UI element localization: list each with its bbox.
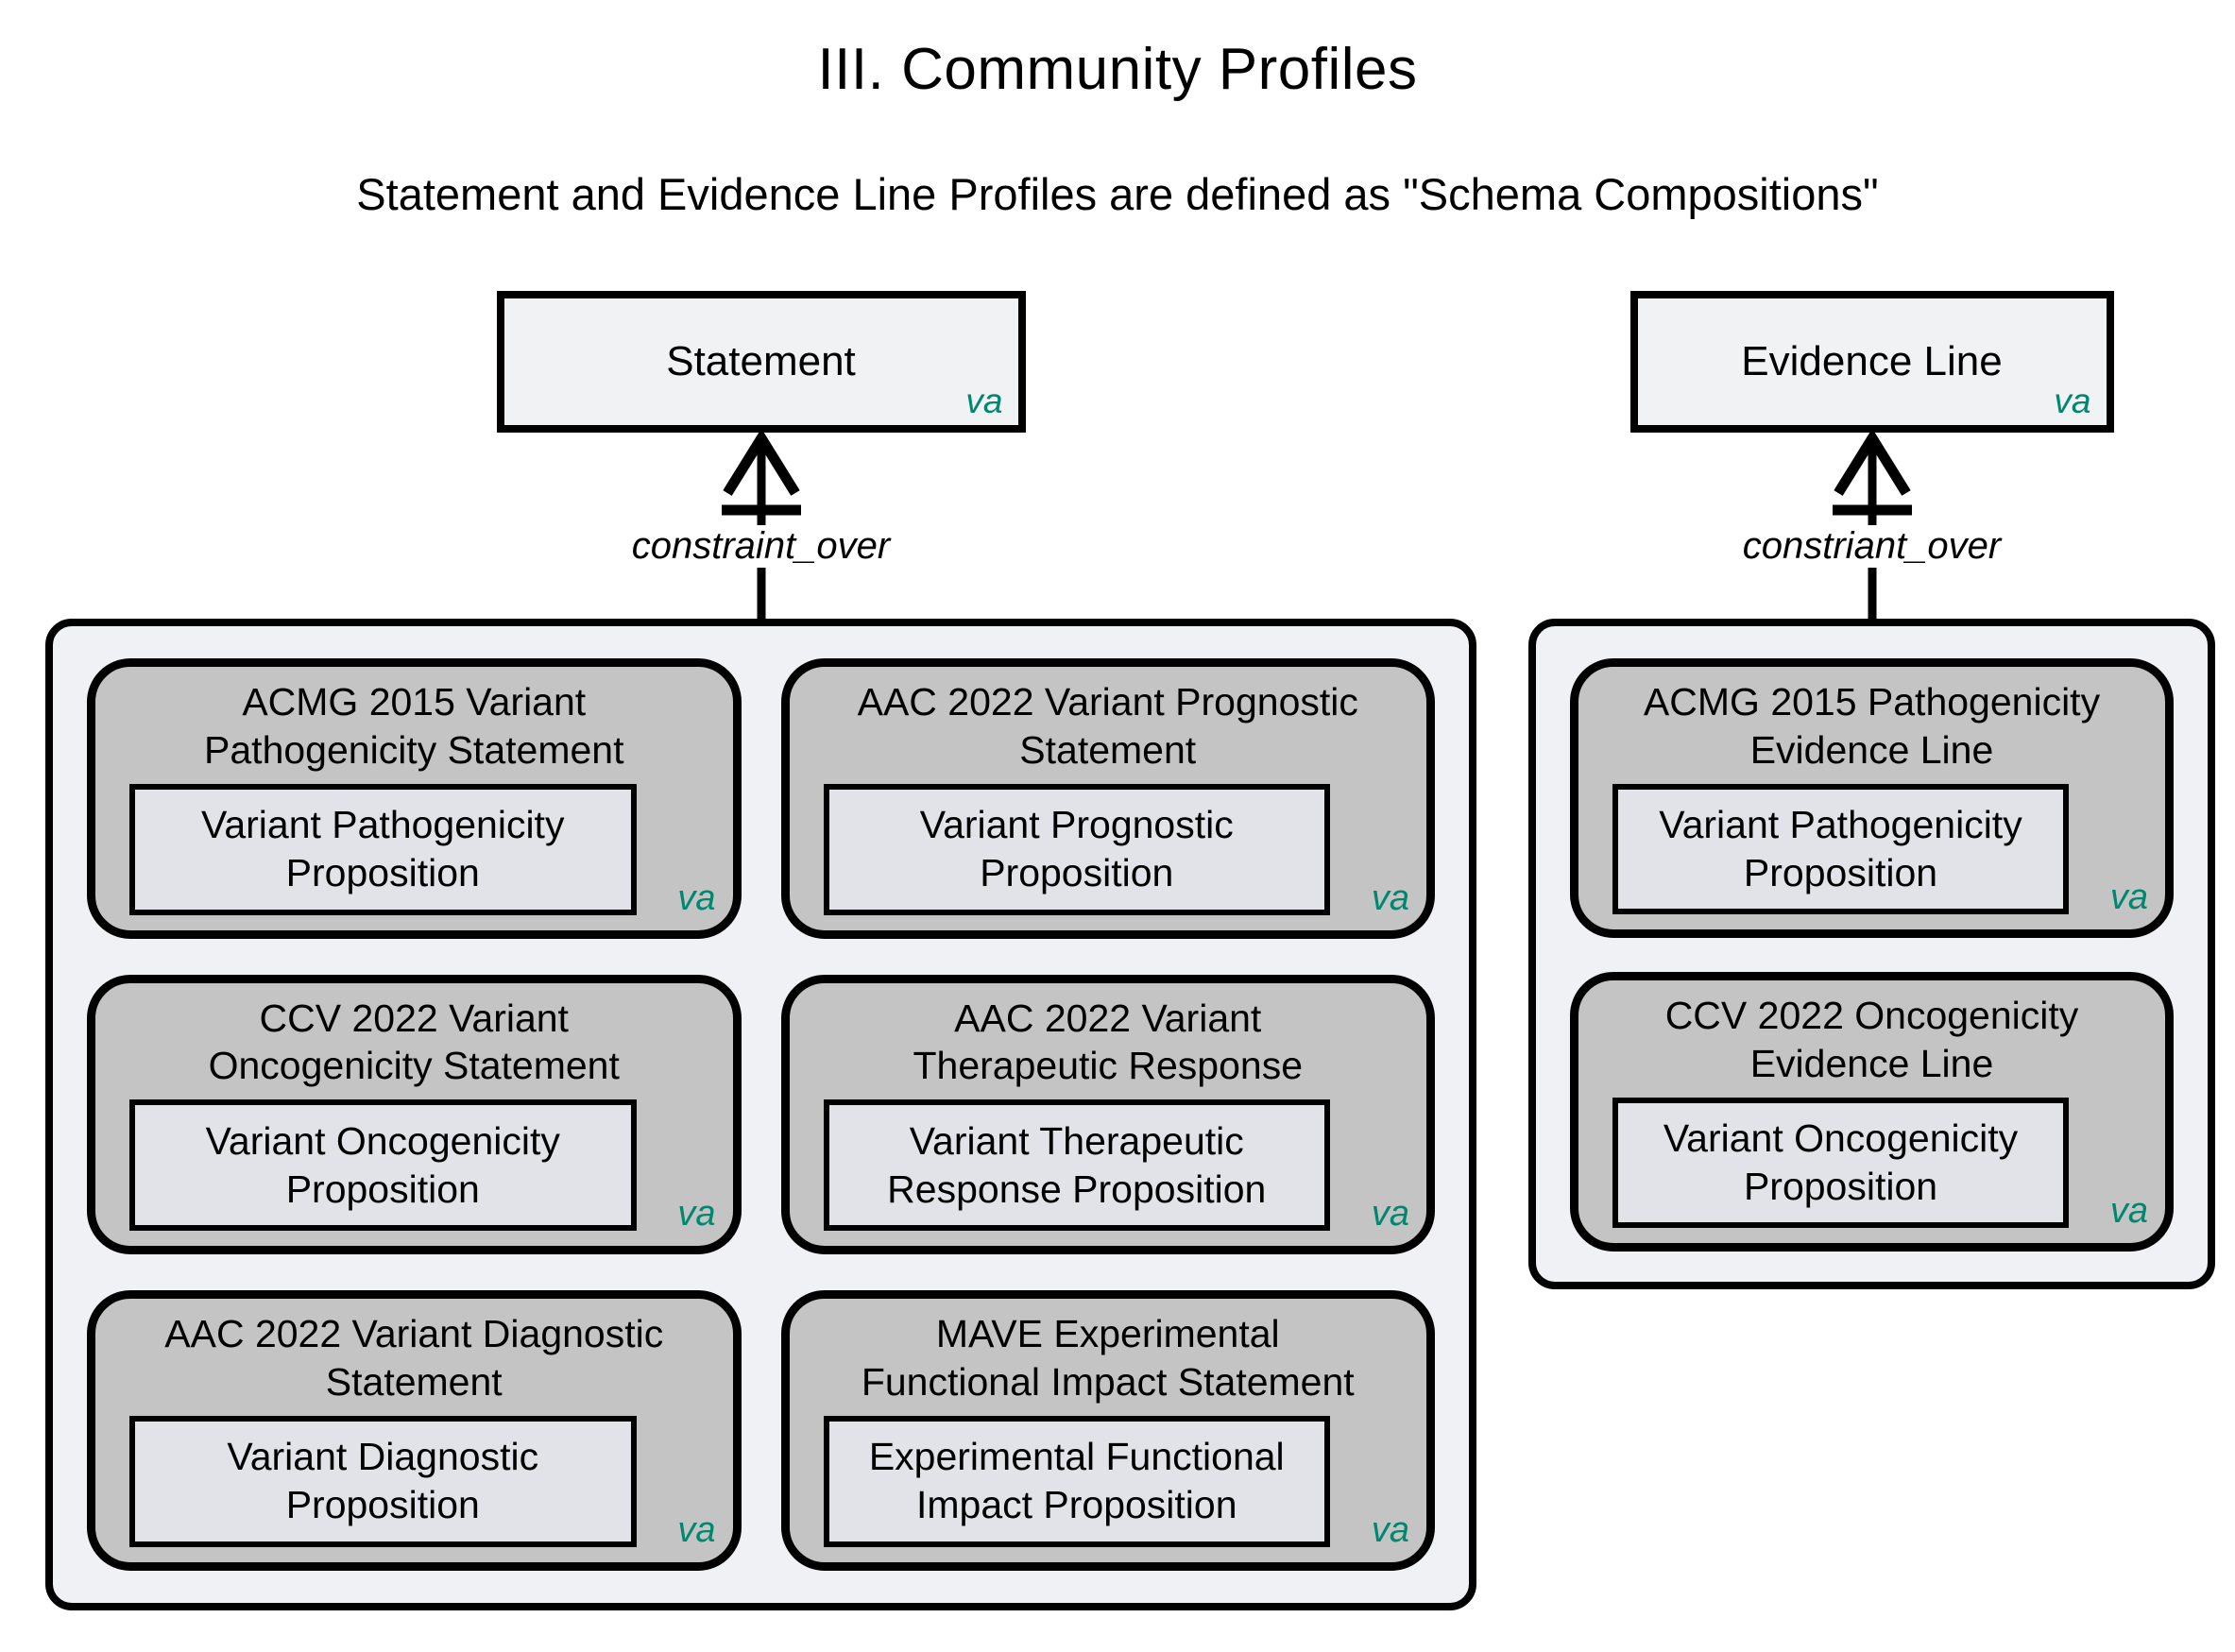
edge-label: constriant_over [1731,525,2013,568]
statement-class-label: Statement [666,338,856,384]
evidence-constraint-edge: constriant_over [1528,433,2215,619]
evidence-line-class-label: Evidence Line [1741,338,2003,384]
va-badge: va [677,877,716,918]
profile-card-acmg-pathogenicity-evidence-line: ACMG 2015 Pathogenicity Evidence Line Va… [1570,658,2174,939]
va-badge: va [1371,877,1409,918]
proposition-label: Experimental Functional Impact Propositi… [868,1435,1285,1527]
statement-column: Statement va constraint_over ACMG 2015 V… [45,291,1476,1610]
statement-profiles-container: ACMG 2015 Variant Pathogenicity Statemen… [45,619,1476,1610]
proposition-box: Experimental Functional Impact Propositi… [823,1415,1330,1547]
page-title: III. Community Profiles [817,37,1418,102]
proposition-label: Variant Oncogenicity Proposition [205,1118,560,1211]
proposition-label: Variant Prognostic Proposition [919,802,1234,895]
edge-label: constraint_over [620,525,902,568]
profile-card-ccv-oncogenicity-evidence-line: CCV 2022 Oncogenicity Evidence Line Vari… [1570,972,2174,1252]
va-badge: va [965,382,1003,420]
proposition-box: Variant Prognostic Proposition [823,783,1330,915]
proposition-box: Variant Pathogenicity Proposition [1612,783,2069,915]
profile-title: AAC 2022 Variant Prognostic Statement [857,680,1358,772]
proposition-box: Variant Diagnostic Proposition [129,1415,637,1547]
proposition-label: Variant Pathogenicity Proposition [201,802,565,895]
profile-title: AAC 2022 Variant Therapeutic Response [913,996,1304,1088]
evidence-line-class-box: Evidence Line va [1629,291,2114,433]
va-badge: va [677,1510,716,1550]
open-arrowhead-icon [722,433,800,496]
profile-title: MAVE Experimental Functional Impact Stat… [861,1312,1355,1405]
va-badge: va [2109,1191,2148,1232]
proposition-box: Variant Oncogenicity Proposition [129,1099,637,1232]
profile-title: CCV 2022 Variant Oncogenicity Statement [208,996,620,1088]
profile-title: ACMG 2015 Variant Pathogenicity Statemen… [204,680,624,772]
profile-card-mave-functional-impact: MAVE Experimental Functional Impact Stat… [780,1290,1435,1571]
profile-title: ACMG 2015 Pathogenicity Evidence Line [1643,680,2101,772]
proposition-label: Variant Diagnostic Proposition [227,1435,539,1527]
evidence-line-column: Evidence Line va constriant_over ACMG 20… [1528,291,2215,1289]
profile-card-aac-diagnostic-statement: AAC 2022 Variant Diagnostic Statement Va… [87,1290,742,1571]
profile-card-aac-prognostic-statement: AAC 2022 Variant Prognostic Statement Va… [780,658,1435,939]
statement-class-box: Statement va [496,291,1026,433]
page-subtitle: Statement and Evidence Line Profiles are… [356,169,1879,219]
profile-card-acmg-pathogenicity-statement: ACMG 2015 Variant Pathogenicity Statemen… [87,658,742,939]
proposition-box: Variant Oncogenicity Proposition [1612,1097,2069,1229]
va-badge: va [2109,877,2148,918]
proposition-label: Variant Oncogenicity Proposition [1663,1116,2019,1209]
va-badge: va [2054,382,2091,420]
proposition-label: Variant Therapeutic Response Proposition [887,1118,1267,1211]
open-arrowhead-icon [1833,433,1911,496]
va-badge: va [1371,1510,1409,1550]
statement-constraint-edge: constraint_over [45,433,1476,619]
profile-title: CCV 2022 Oncogenicity Evidence Line [1664,994,2079,1085]
va-badge: va [1371,1194,1409,1235]
va-badge: va [677,1194,716,1235]
proposition-label: Variant Pathogenicity Proposition [1659,802,2022,894]
proposition-box: Variant Therapeutic Response Proposition [823,1099,1330,1232]
profile-card-aac-therapeutic-response: AAC 2022 Variant Therapeutic Response Va… [780,974,1435,1255]
profile-card-ccv-oncogenicity-statement: CCV 2022 Variant Oncogenicity Statement … [87,974,742,1255]
profile-title: AAC 2022 Variant Diagnostic Statement [164,1312,664,1405]
proposition-box: Variant Pathogenicity Proposition [129,783,637,915]
evidence-profiles-container: ACMG 2015 Pathogenicity Evidence Line Va… [1528,619,2215,1289]
